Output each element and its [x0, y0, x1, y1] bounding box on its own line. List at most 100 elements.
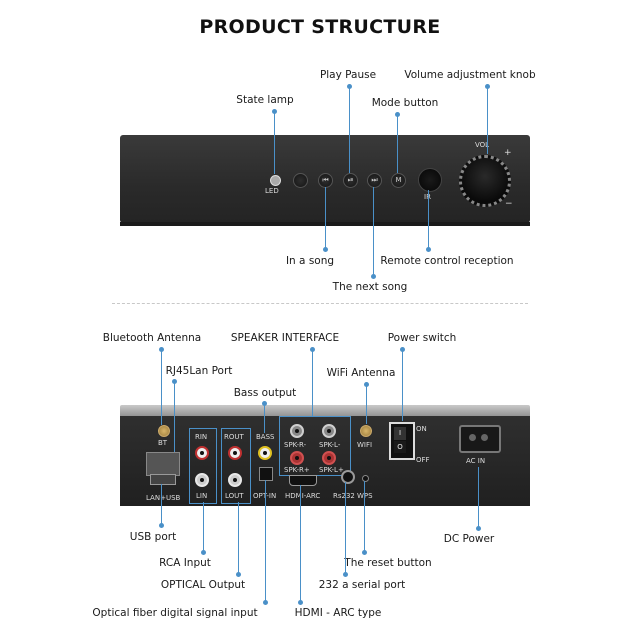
label-next-song: The next song	[332, 281, 408, 293]
spk-l-minus-label: SPK-L-	[319, 441, 341, 449]
label-play-pause: Play Pause	[319, 69, 377, 81]
leader-optical-output	[238, 502, 239, 574]
lin-label: LIN	[196, 492, 208, 500]
leader-dot	[201, 550, 206, 555]
spk-l-plus-terminal[interactable]	[322, 451, 336, 465]
ac-in-label: AC IN	[466, 457, 486, 465]
rca-output-group	[221, 428, 251, 504]
switch-off-mark: O	[394, 441, 406, 453]
leader-dot	[364, 382, 369, 387]
next-icon: ⏭	[371, 176, 378, 184]
leader-mode-button	[397, 114, 398, 173]
leader-bluetooth-antenna	[161, 349, 162, 425]
play-pause-icon: ⏯	[347, 176, 354, 184]
rs232-label: Rs232	[333, 492, 355, 500]
section-divider	[112, 303, 528, 304]
bass-label: BASS	[256, 433, 275, 441]
leader-dot	[236, 572, 241, 577]
leader-power-switch	[402, 349, 403, 421]
label-optical-input: Optical fiber digital signal input	[92, 607, 258, 619]
bass-jack[interactable]	[258, 446, 272, 460]
mode-button[interactable]: M	[391, 173, 406, 188]
leader-play-pause	[349, 86, 350, 173]
optical-input-port[interactable]	[259, 467, 273, 481]
leader-dot	[371, 274, 376, 279]
leader-reset-button	[364, 481, 365, 552]
label-hdmi-arc: HDMI - ARC type	[294, 607, 382, 619]
leader-dot	[159, 523, 164, 528]
spk-l-plus-label: SPK-L+	[319, 466, 344, 474]
lin-jack[interactable]	[195, 473, 209, 487]
vol-minus-label: −	[505, 199, 513, 209]
label-remote-reception: Remote control reception	[380, 255, 514, 267]
label-power-switch: Power switch	[387, 332, 457, 344]
leader-dot	[323, 247, 328, 252]
leader-dot	[310, 347, 315, 352]
ir-label: IR	[424, 193, 431, 201]
leader-dot	[395, 112, 400, 117]
wifi-label: WIFI	[357, 441, 373, 449]
leader-dot	[426, 247, 431, 252]
power-switch[interactable]: I O	[389, 422, 415, 460]
blank-button[interactable]	[293, 173, 308, 188]
previous-track-button[interactable]: ⏮	[318, 173, 333, 188]
rout-jack[interactable]	[228, 446, 242, 460]
volume-knob[interactable]	[459, 155, 511, 207]
spk-r-minus-label: SPK-R-	[284, 441, 307, 449]
mode-button-label: M	[395, 176, 402, 184]
rin-jack[interactable]	[195, 446, 209, 460]
spk-r-plus-terminal[interactable]	[290, 451, 304, 465]
label-serial-port: 232 a serial port	[318, 579, 406, 591]
wps-reset-button[interactable]	[362, 475, 369, 482]
next-track-button[interactable]: ⏭	[367, 173, 382, 188]
label-in-a-song: In a song	[285, 255, 335, 267]
rj45-port[interactable]	[146, 452, 180, 476]
label-volume-knob: Volume adjustment knob	[404, 69, 536, 81]
leader-dot	[272, 109, 277, 114]
leader-wifi-antenna	[366, 384, 367, 424]
bt-label: BT	[158, 439, 168, 447]
label-bluetooth-antenna: Bluetooth Antenna	[102, 332, 202, 344]
leader-dot	[476, 526, 481, 531]
label-bass-output: Bass output	[233, 387, 297, 399]
label-speaker-interface: SPEAKER INTERFACE	[230, 332, 340, 344]
lan-usb-label: LAN+USB	[146, 494, 181, 502]
lout-jack[interactable]	[228, 473, 242, 487]
led-label: LED	[265, 187, 279, 195]
off-label: OFF	[416, 456, 430, 464]
leader-hdmi-arc	[300, 485, 301, 602]
ac-inlet[interactable]	[459, 425, 501, 453]
leader-dot	[263, 600, 268, 605]
leader-dot	[172, 379, 177, 384]
label-rca-input: RCA Input	[159, 557, 211, 569]
leader-dot	[347, 84, 352, 89]
leader-rca-input	[203, 502, 204, 552]
rs232-port[interactable]	[341, 470, 355, 484]
spk-l-minus-terminal[interactable]	[322, 424, 336, 438]
leader-dc-power	[478, 467, 479, 528]
leader-dot	[343, 572, 348, 577]
leader-rj45	[174, 381, 175, 452]
usb-port[interactable]	[150, 474, 176, 485]
previous-icon: ⏮	[322, 176, 329, 184]
spk-r-plus-label: SPK-R+	[284, 466, 310, 474]
label-optical-output: OPTICAL Output	[160, 579, 246, 591]
leader-optical-input	[265, 480, 266, 602]
hdmi-arc-port[interactable]	[289, 475, 317, 486]
wifi-antenna-connector	[360, 425, 372, 437]
leader-dot	[485, 84, 490, 89]
ir-receiver	[418, 168, 442, 192]
rout-label: ROUT	[224, 433, 244, 441]
opt-in-label: OPT-IN	[253, 492, 276, 500]
label-dc-power: DC Power	[443, 533, 495, 545]
play-pause-button[interactable]: ⏯	[343, 173, 358, 188]
label-usb-port: USB port	[129, 531, 177, 543]
leader-dot	[362, 550, 367, 555]
rear-panel-top	[120, 405, 530, 418]
rin-label: RIN	[195, 433, 208, 441]
leader-bass-output	[264, 403, 265, 433]
on-label: ON	[416, 425, 427, 433]
leader-next-song	[373, 187, 374, 276]
spk-r-minus-terminal[interactable]	[290, 424, 304, 438]
page-title: PRODUCT STRUCTURE	[199, 16, 441, 38]
